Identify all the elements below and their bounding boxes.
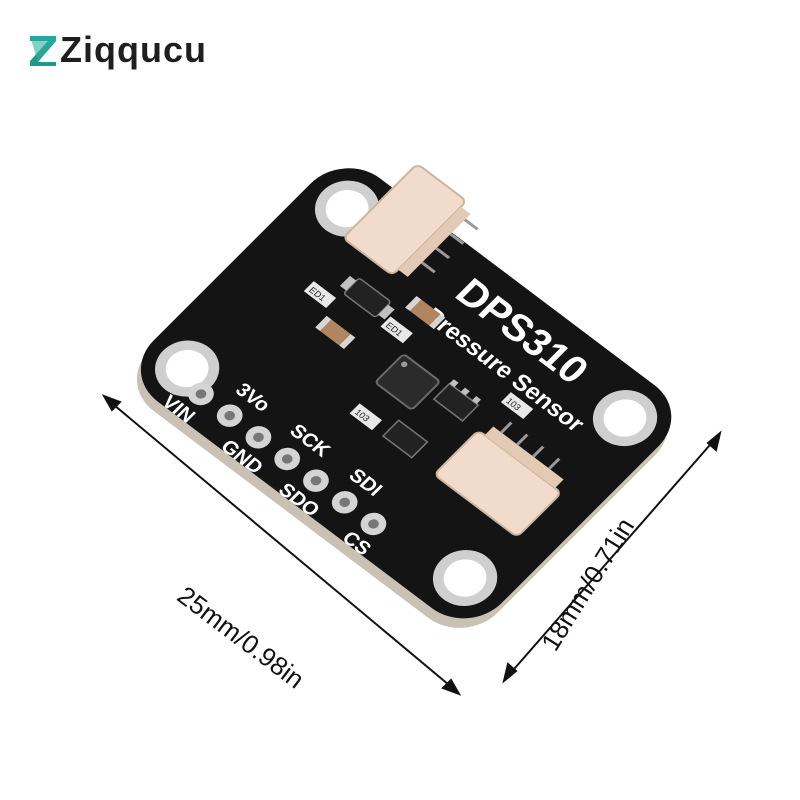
mounting-hole [592, 390, 658, 447]
pin-pad-holes [195, 389, 379, 529]
mounting-hole [432, 549, 498, 607]
brand-logo-icon [30, 36, 56, 66]
brand-logo: Ziqqucu [28, 22, 207, 78]
mounting-hole [155, 340, 220, 397]
brand-name: Ziqqucu [60, 29, 207, 70]
pressure-sensor-chip [375, 354, 440, 410]
smd-component [432, 379, 481, 422]
width-dimension-arrow [101, 394, 462, 696]
stemma-connector-left [344, 165, 479, 277]
smd-component [381, 419, 429, 459]
smd-component [315, 315, 356, 349]
height-dimension-arrow [502, 430, 722, 684]
sensor-board: DPS310 Pressure Sensor 103 [136, 165, 672, 628]
smd-component [339, 275, 395, 320]
smd-component [405, 296, 446, 330]
stemma-connector-right [435, 421, 564, 536]
